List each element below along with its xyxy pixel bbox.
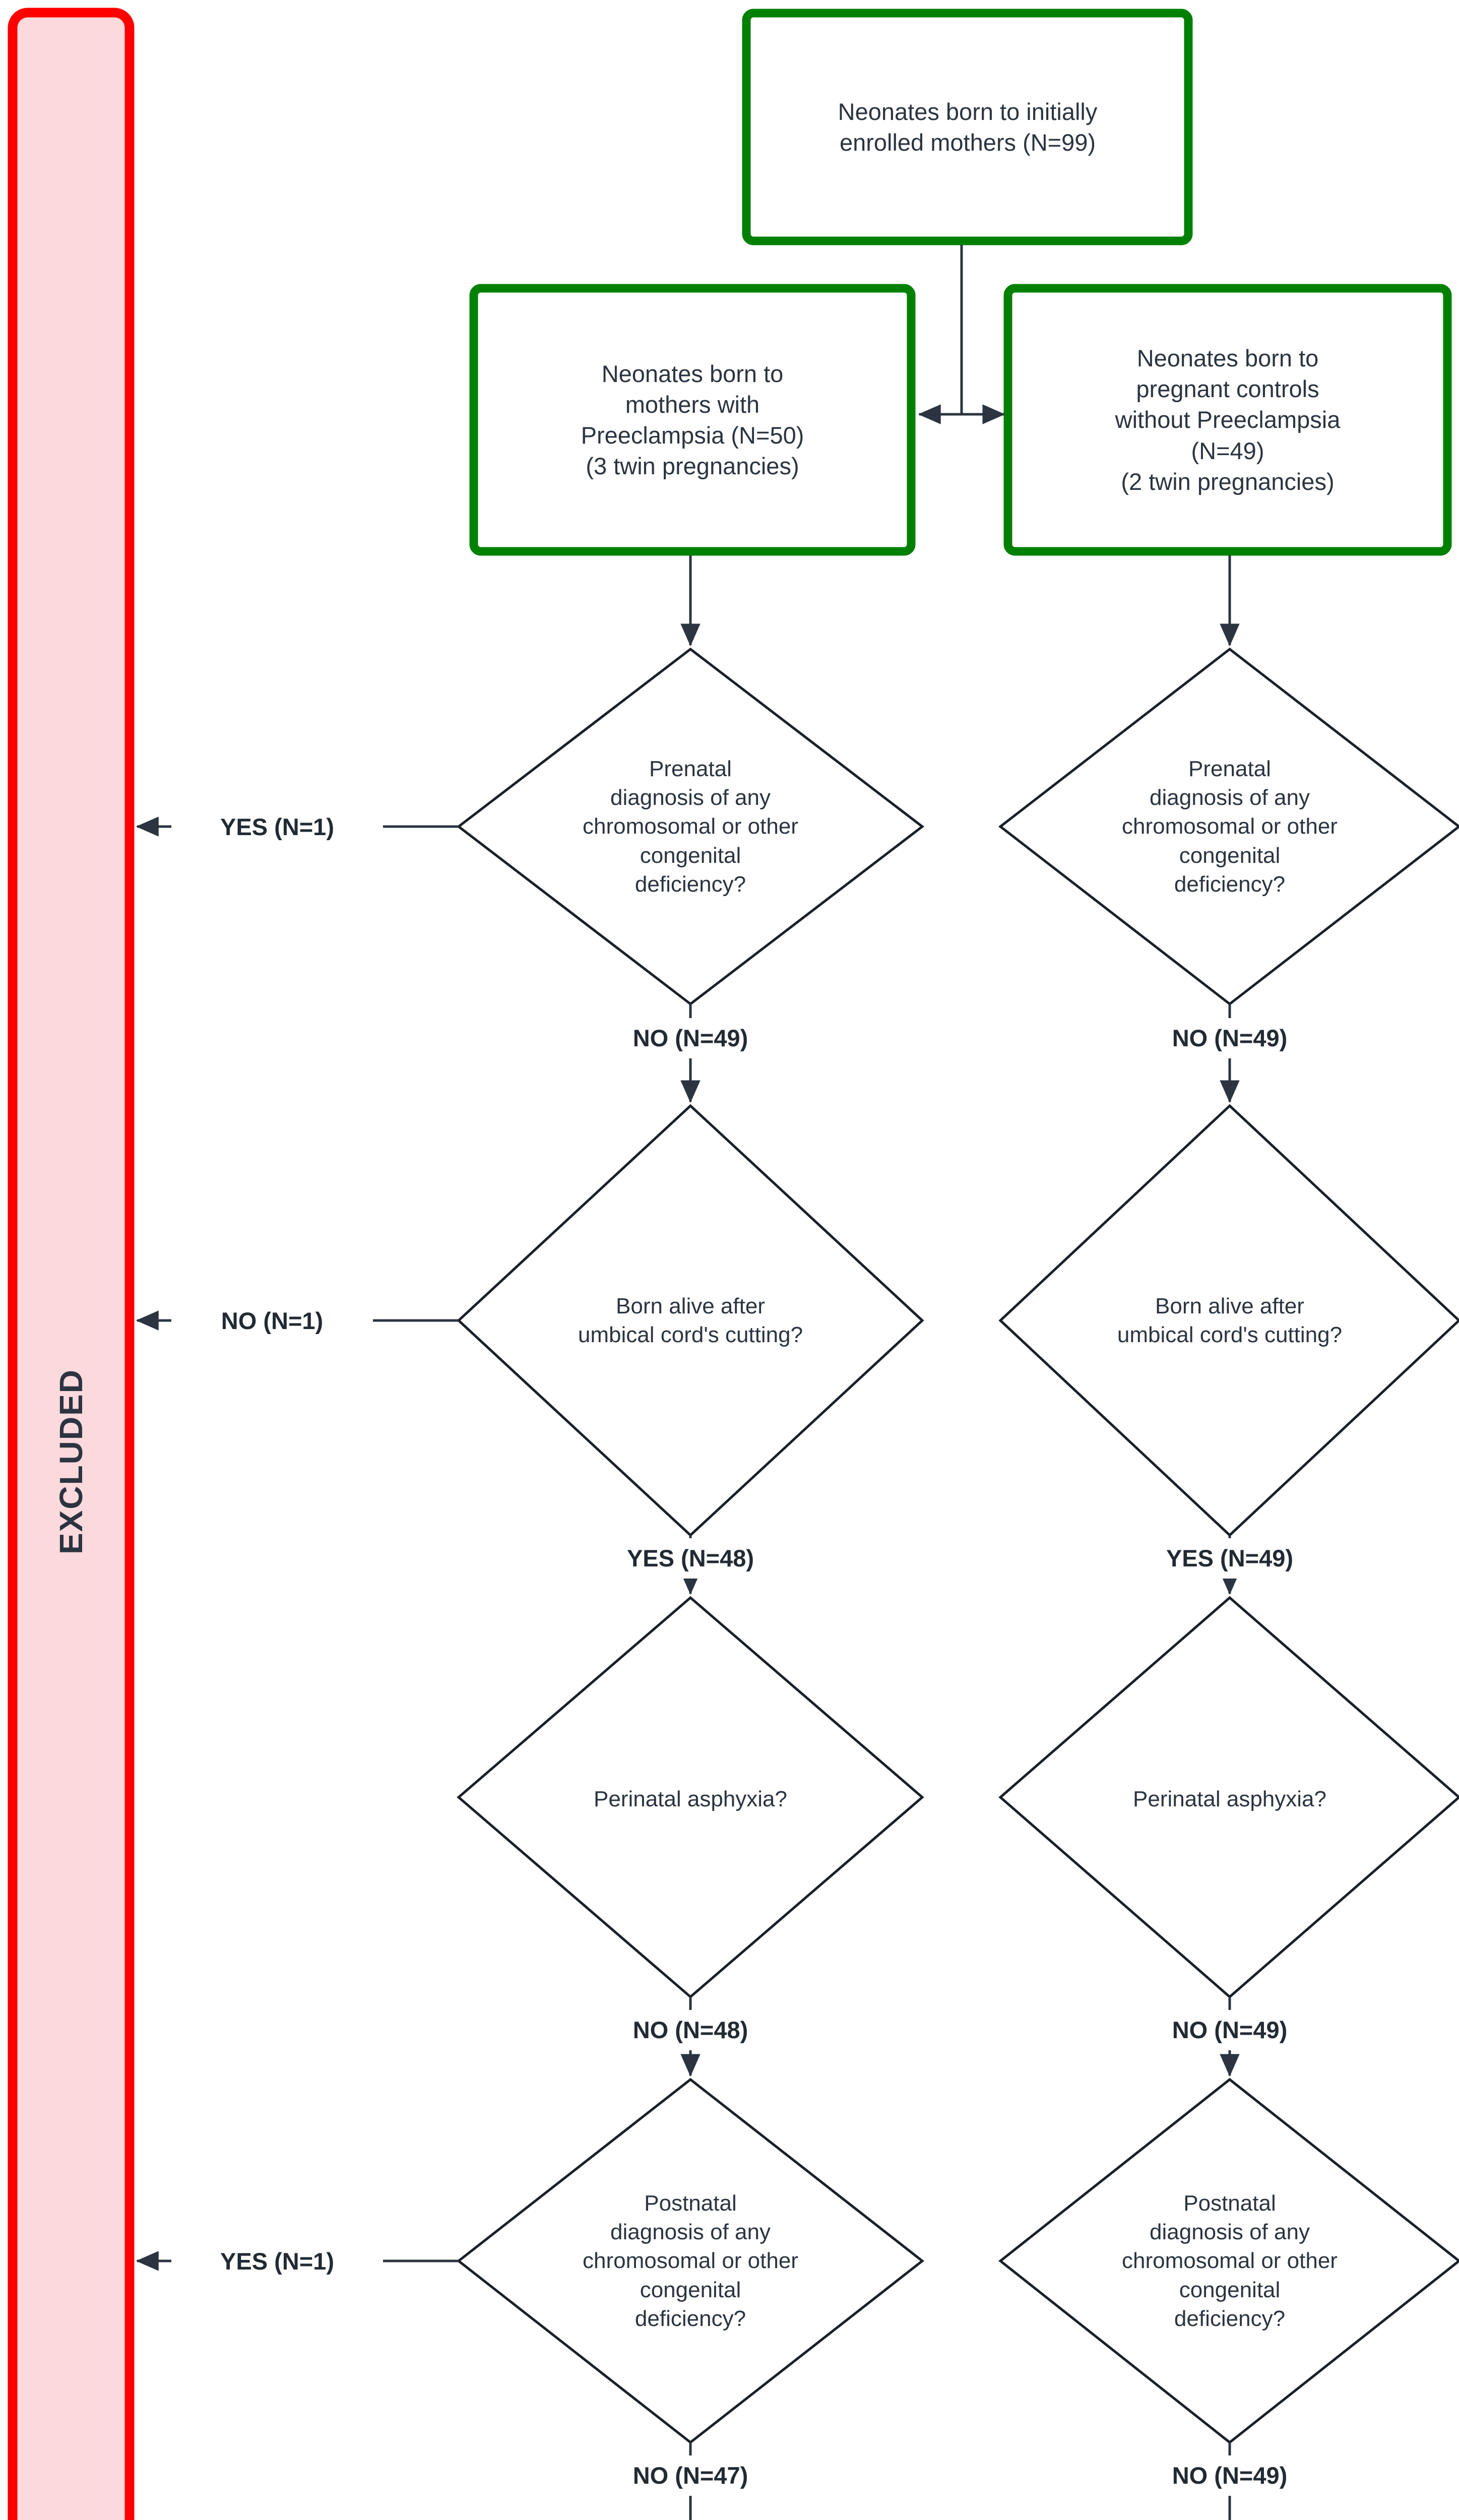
edge-label-pe-no-consent: NO MATERNALCONSENT (N=13) [166, 2518, 489, 2520]
control-asphyxia-diamond [998, 1596, 1459, 1999]
control-postnatal-diamond [998, 2077, 1459, 2444]
edge-label-pe-asphyxia-no: NO (N=48) [569, 2010, 811, 2050]
pe-prenatal-diamond [456, 647, 925, 1006]
edge-label-pe-bornalive-no: NO (N=1) [171, 1299, 373, 1343]
edge-label-control-postnatal-no: NO (N=49) [1109, 2455, 1351, 2496]
excluded-panel [8, 8, 135, 2520]
pe-bornalive-diamond [457, 1104, 924, 1537]
control-bornalive-diamond [998, 1104, 1459, 1537]
excluded-panel-label: EXCLUDED [13, 1210, 130, 1714]
pe-group-node-shape [469, 284, 916, 556]
control-group-node-shape [1003, 284, 1452, 556]
edge-label-pe-bornalive-yes: YES (N=48) [564, 1538, 816, 1579]
edge-label-control-bornalive-yes: YES (N=49) [1104, 1538, 1356, 1579]
edge-label-control-prenatal-no: NO (N=49) [1109, 1018, 1351, 1058]
excluded-panel-label-text: EXCLUDED [53, 1368, 89, 1555]
edge-label-pe-prenatal-yes: YES (N=1) [171, 805, 383, 849]
control-prenatal-diamond [998, 647, 1459, 1006]
edge-label-pe-postnatal-yes: YES (N=1) [171, 2240, 383, 2283]
edge-label-pe-prenatal-no: NO (N=49) [569, 1018, 811, 1058]
edge-label-control-asphyxia-no: NO (N=49) [1109, 2010, 1351, 2050]
pe-postnatal-diamond [456, 2077, 925, 2444]
edge-label-pe-postnatal-no: NO (N=47) [569, 2455, 811, 2496]
root-node-shape [742, 9, 1193, 245]
edge-label-control-no-consent: NO MATERNALCONSENT (N=2) [867, 2518, 1189, 2520]
pe-asphyxia-diamond [457, 1596, 924, 1999]
